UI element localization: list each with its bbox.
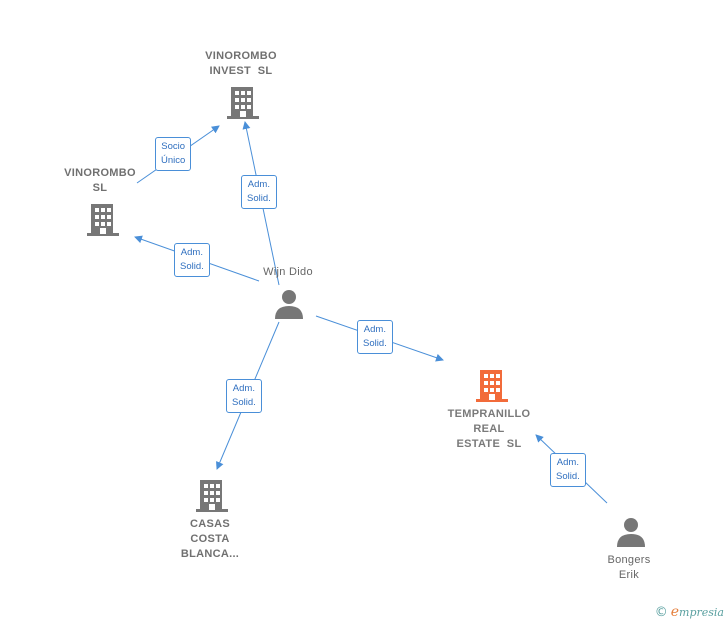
building-icon bbox=[227, 87, 259, 119]
edge-label-adm-invest: Adm. Solid. bbox=[241, 175, 277, 209]
node-label-bongers[interactable]: Bongers Erik bbox=[607, 554, 651, 581]
node-label-wijn-dido[interactable]: Wijn Dido bbox=[263, 266, 313, 278]
person-icon bbox=[275, 290, 303, 319]
node-label-casas-costa[interactable]: CASAS COSTA BLANCA... bbox=[180, 518, 240, 560]
edge-label-adm-tempranillo: Adm. Solid. bbox=[357, 320, 393, 354]
building-icon bbox=[196, 480, 228, 512]
empresia-logo: ©empresia bbox=[654, 604, 724, 620]
building-icon-focus bbox=[476, 370, 508, 402]
edge-label-socio-unico: Socio Único bbox=[155, 137, 192, 171]
edge-label-adm-bongers: Adm. Solid. bbox=[550, 453, 586, 487]
node-label-tempranillo[interactable]: TEMPRANILLO REAL ESTATE SL bbox=[447, 408, 531, 450]
node-label-vinorombo-sl[interactable]: VINOROMBO SL bbox=[64, 167, 136, 194]
edge-label-adm-vinorombo-sl: Adm. Solid. bbox=[174, 243, 210, 277]
building-icon bbox=[87, 204, 119, 236]
person-icon bbox=[617, 518, 645, 547]
node-label-vinorombo-invest[interactable]: VINOROMBO INVEST SL bbox=[205, 50, 277, 77]
edge-label-adm-casas: Adm. Solid. bbox=[226, 379, 262, 413]
